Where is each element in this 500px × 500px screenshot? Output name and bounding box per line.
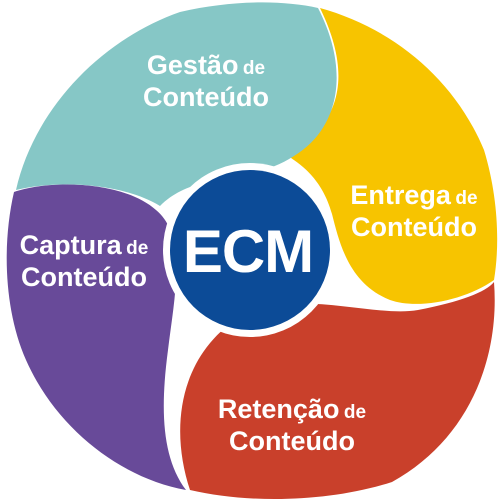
gestao-label-line2: Conteúdo [143,82,269,112]
segment-entrega [288,8,498,304]
gestao-label-line1: Gestão de [147,50,265,80]
captura-label-line2: Conteúdo [21,262,147,292]
segment-gestao [16,2,337,206]
retencao-label-line2: Conteúdo [229,426,355,456]
segment-captura [6,184,186,490]
captura-label-line1: Captura de [20,230,149,260]
entrega-label-line1: Entrega de [350,180,477,210]
center-label: ECM [183,218,313,285]
entrega-label-line2: Conteúdo [351,212,477,242]
retencao-label-line1: Retenção de [218,394,366,424]
center-circle [170,170,330,330]
